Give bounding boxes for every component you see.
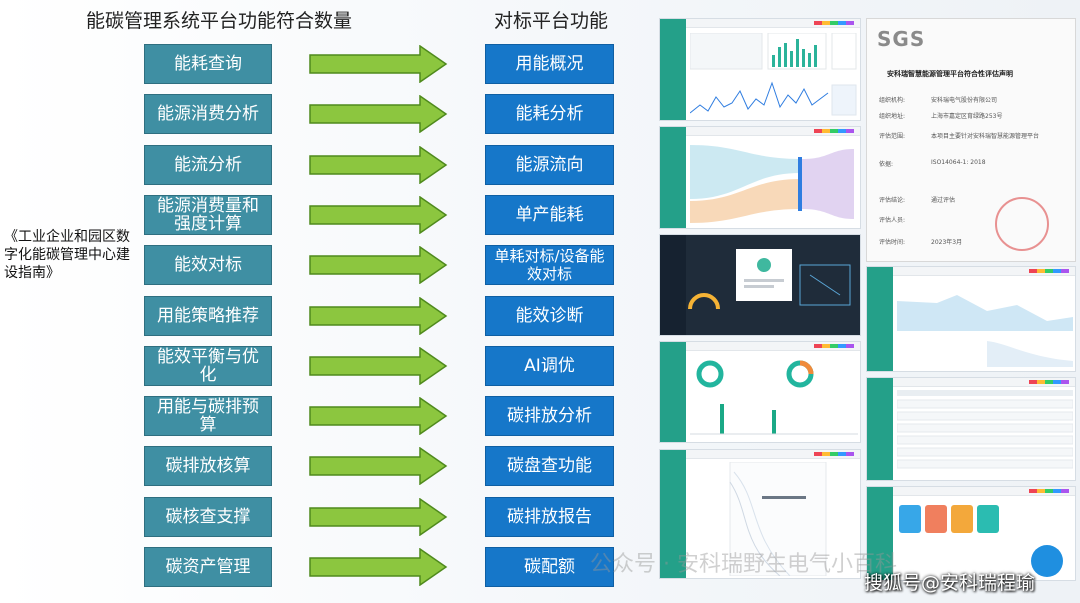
sohu-watermark: 搜狐号@安科瑞程瑜 <box>864 572 1036 594</box>
source-function-box: 碳资产管理 <box>144 547 272 587</box>
benchmark-function-box: 能耗分析 <box>485 94 614 134</box>
dark-dashboard-preview <box>660 235 851 335</box>
mapping-arrow <box>309 45 448 83</box>
source-function-box: 用能与碳排预算 <box>144 396 272 436</box>
mapping-arrow <box>309 447 448 485</box>
screenshot-carbon-report <box>659 449 861 579</box>
benchmark-function-box: 碳盘查功能 <box>485 446 614 486</box>
mapping-arrow <box>309 196 448 234</box>
mapping-arrow <box>309 146 448 184</box>
mapping-arrow <box>309 347 448 385</box>
table-preview <box>897 390 1073 469</box>
sgs-certificate: SGS 安科瑞智慧能源管理平台符合性评估声明 组织机构:安科瑞电气股份有限公司 … <box>866 18 1076 262</box>
source-function-box: 用能策略推荐 <box>144 296 272 336</box>
screenshot-unit-consumption <box>659 234 861 336</box>
source-function-box: 碳核查支撑 <box>144 497 272 537</box>
donut-preview <box>690 360 858 435</box>
cards-preview <box>899 505 1063 577</box>
mapping-arrow <box>309 95 448 133</box>
benchmark-function-box: 碳配额 <box>485 547 614 587</box>
certificate-row: 评估结论:通过评估 <box>879 197 956 204</box>
report-preview <box>729 462 827 576</box>
certificate-row: 组织地址:上海市嘉定区育绿路253号 <box>879 113 1003 120</box>
area-chart-preview <box>897 295 1073 367</box>
benchmark-function-box: 用能概况 <box>485 44 614 84</box>
source-function-box: 能源消费量和强度计算 <box>144 195 272 235</box>
mapping-arrow <box>309 548 448 586</box>
mapping-arrow <box>309 246 448 284</box>
benchmark-function-box: AI调优 <box>485 346 614 386</box>
screenshot-energy-overview <box>659 18 861 121</box>
sgs-logo: SGS <box>877 27 926 51</box>
source-function-box: 能效平衡与优化 <box>144 346 272 386</box>
screenshot-carbon-inventory <box>866 377 1076 481</box>
benchmark-function-box: 碳排放分析 <box>485 396 614 436</box>
overview-chart-preview <box>690 33 857 116</box>
screenshot-carbon-quota <box>866 486 1076 581</box>
right-heading: 对标平台功能 <box>494 10 609 32</box>
certificate-row: 依据:ISO14064-1: 2018 <box>879 159 986 168</box>
certificate-seal <box>995 197 1049 251</box>
sankey-preview <box>690 145 854 223</box>
benchmark-function-box: 单产能耗 <box>485 195 614 235</box>
benchmark-function-box: 单耗对标/设备能效对标 <box>485 245 614 285</box>
source-function-box: 能耗查询 <box>144 44 272 84</box>
wechat-watermark: 公众号 · 安科瑞野生电气小百科 <box>590 552 897 577</box>
guideline-label: 《工业企业和园区数字化能碳管理中心建设指南》 <box>4 229 130 281</box>
screenshot-energy-flow <box>659 126 861 229</box>
certificate-row: 组织机构:安科瑞电气股份有限公司 <box>879 97 998 104</box>
benchmark-function-box: 碳排放报告 <box>485 497 614 537</box>
mapping-arrow <box>309 498 448 536</box>
left-heading: 能碳管理系统平台功能符合数量 <box>86 10 353 32</box>
screenshot-efficiency-diagnosis <box>659 341 861 443</box>
benchmark-function-box: 能源流向 <box>485 145 614 185</box>
certificate-title: 安科瑞智慧能源管理平台符合性评估声明 <box>887 70 1013 78</box>
certificate-row: 评估范围:本项目主要针对安科瑞智慧能源管理平台 <box>879 133 1040 140</box>
mapping-arrow <box>309 397 448 435</box>
screenshot-carbon-analysis <box>866 266 1076 372</box>
source-function-box: 能流分析 <box>144 145 272 185</box>
source-function-box: 能效对标 <box>144 245 272 285</box>
source-function-box: 能源消费分析 <box>144 94 272 134</box>
certificate-row: 评估人员: <box>879 217 906 224</box>
certificate-row: 评估时间:2023年3月 <box>879 239 963 246</box>
benchmark-function-box: 能效诊断 <box>485 296 614 336</box>
source-function-box: 碳排放核算 <box>144 446 272 486</box>
mapping-arrow <box>309 297 448 335</box>
